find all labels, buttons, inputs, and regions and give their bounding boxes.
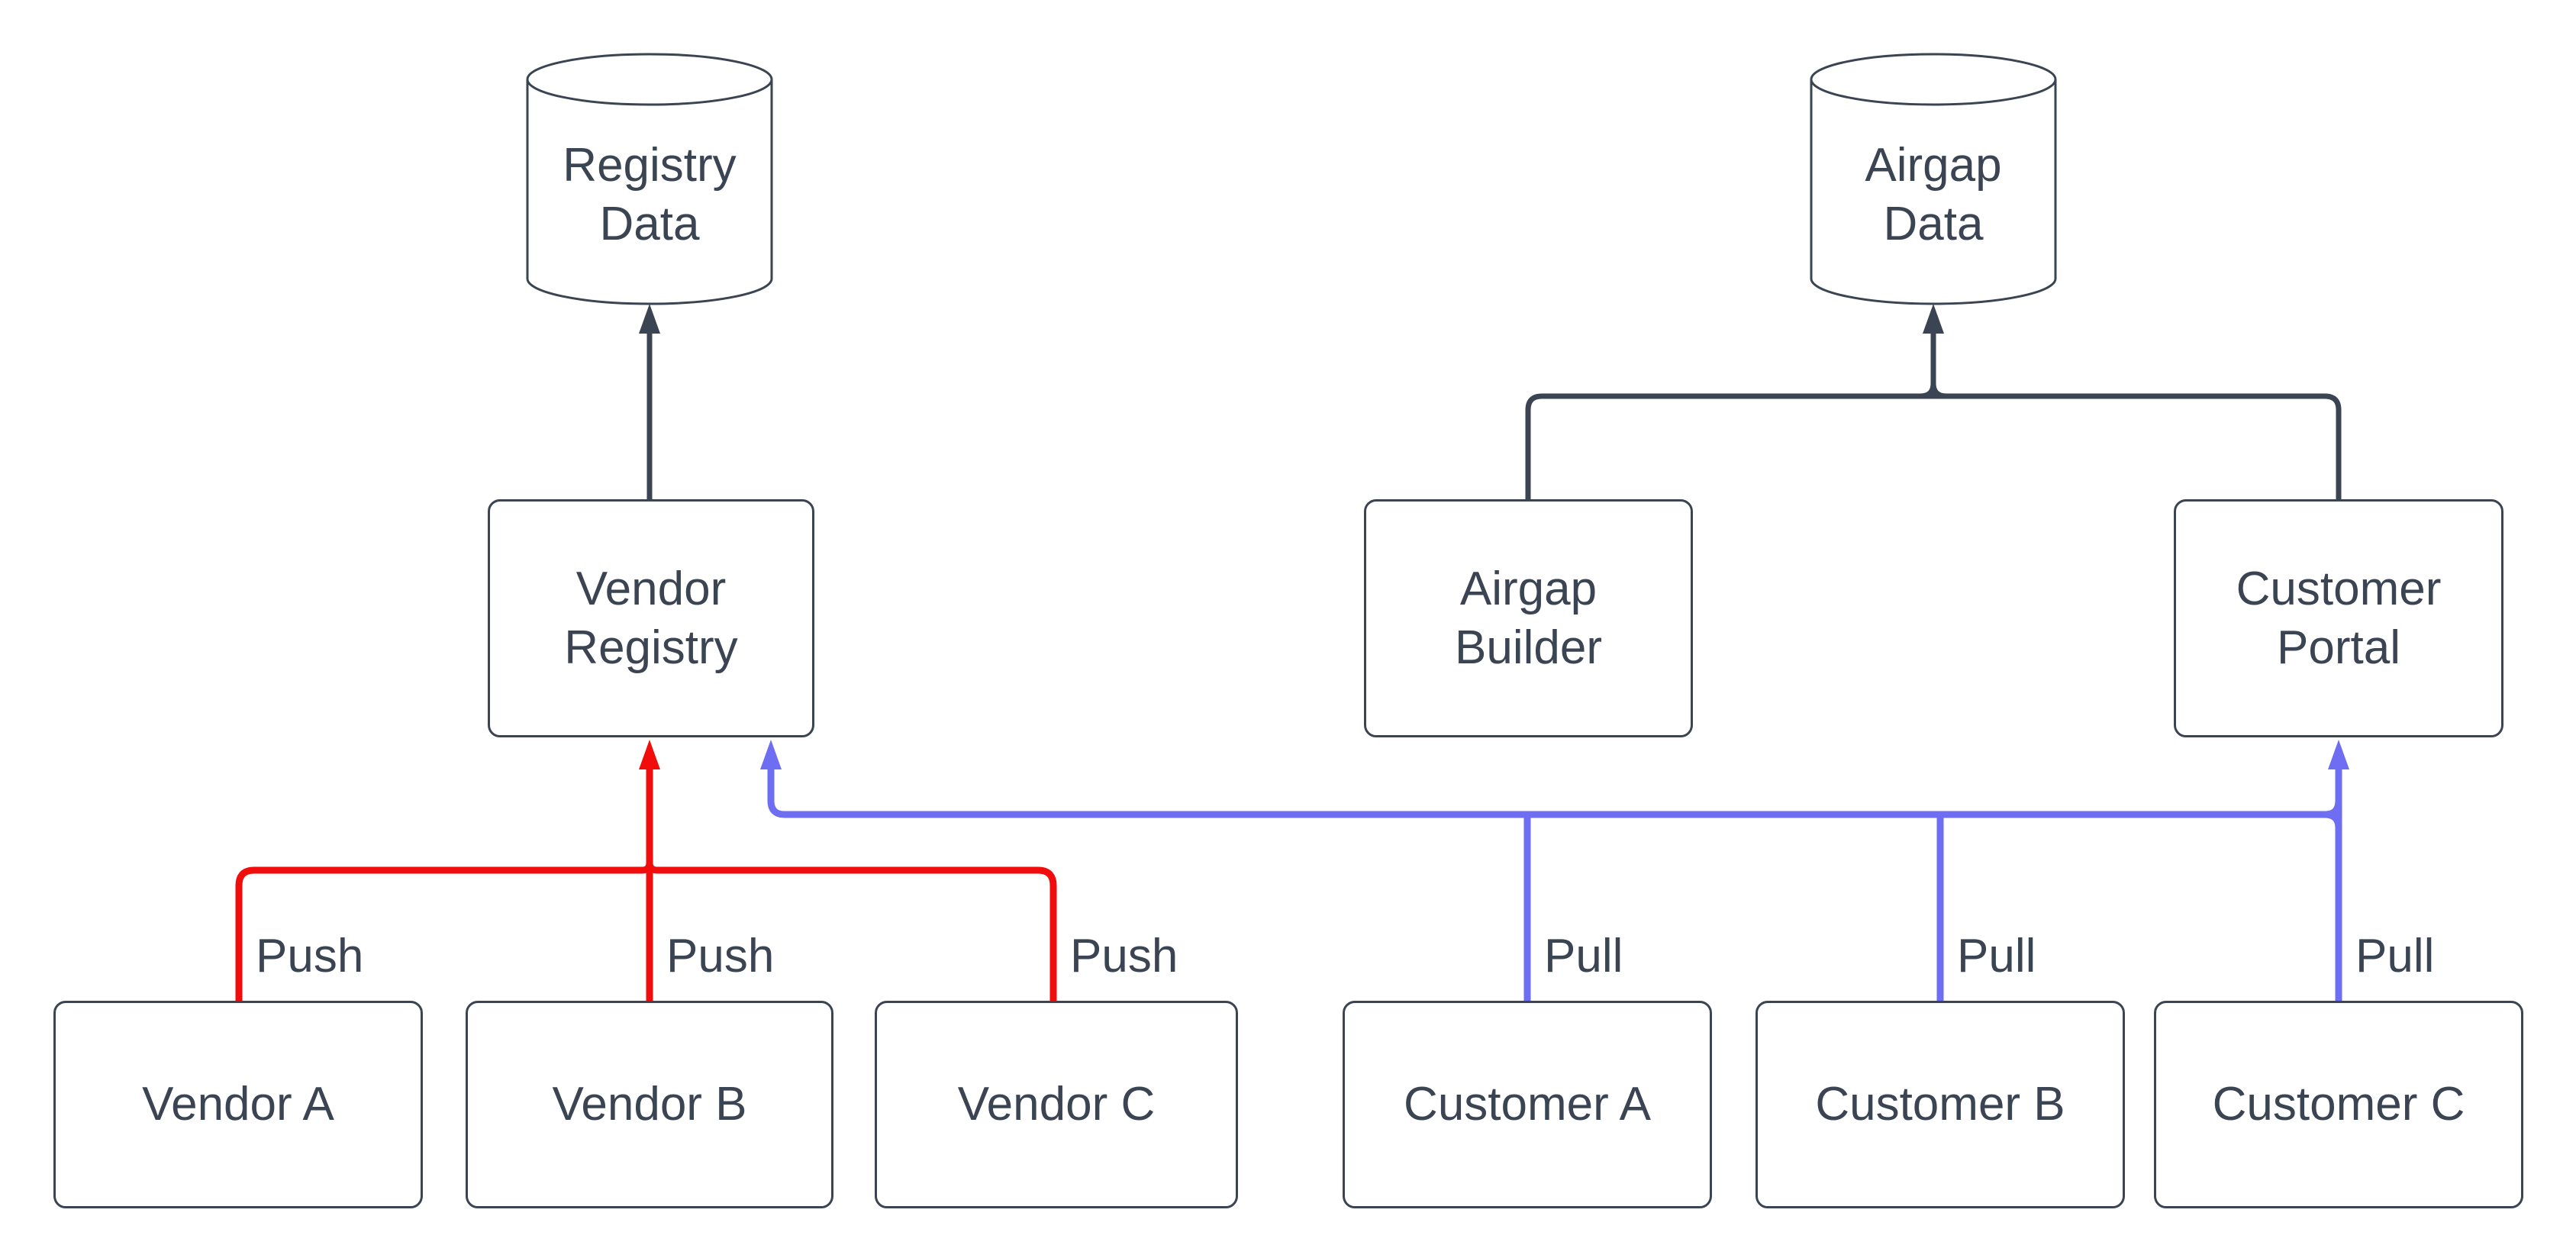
vendor-b-node: Vendor B [466,1001,833,1208]
customer-c-label: Customer C [2212,1078,2465,1131]
airgap-data-label: Airgap Data [1811,107,2055,282]
customer-portal-node: Customer Portal [2174,499,2503,737]
vendor-registry-label-line2: Registry [564,621,738,674]
arrowhead-push-vendor-registry [639,740,660,769]
vendor-a-node: Vendor A [53,1001,423,1208]
vendor-registry-node: Vendor Registry [488,499,814,737]
airgap-data-label-line1: Airgap [1865,138,2002,192]
edge-bus-to-airgap-data [1920,334,1947,399]
vendor-b-label: Vendor B [552,1078,747,1131]
pull-label-customer-a: Pull [1544,930,1623,982]
edge-airgap-builder-customer-portal-bus [1525,393,2342,499]
vendor-a-label: Vendor A [142,1078,334,1131]
pull-label-customer-b: Pull [1957,930,2036,982]
vendor-c-node: Vendor C [875,1001,1238,1208]
customer-portal-label-line1: Customer [2236,562,2442,615]
customer-a-node: Customer A [1343,1001,1712,1208]
vendor-c-label: Vendor C [957,1078,1156,1131]
registry-data-label: Registry Data [527,107,772,282]
push-label-vendor-c: Push [1070,930,1178,982]
edge-pull-bus [767,769,2339,818]
vendor-registry-label-line1: Vendor [575,562,727,615]
airgap-data-cylinder [1810,53,2057,305]
airgap-builder-node: Airgap Builder [1364,499,1693,737]
customer-c-node: Customer C [2154,1001,2523,1208]
arrowhead-pull-vendor-registry [760,740,782,769]
push-label-vendor-b: Push [666,930,775,982]
airgap-data-label-line2: Data [1883,198,1984,250]
push-label-vendor-a: Push [256,930,364,982]
registry-data-cylinder [526,53,773,305]
customer-portal-label-line2: Portal [2277,621,2400,674]
registry-data-label-line2: Data [599,198,700,250]
arrowhead-airgap-data [1923,304,1944,334]
arrowhead-pull-customer-portal [2328,740,2349,769]
registry-data-label-line1: Registry [563,138,737,192]
customer-b-node: Customer B [1755,1001,2125,1208]
airgap-builder-label-line1: Airgap [1459,562,1598,615]
pull-label-customer-c: Pull [2355,930,2435,982]
edge-pull-customer-c [2324,769,2342,1001]
customer-b-label: Customer B [1815,1078,2065,1131]
arrowhead-registry-data [639,304,660,334]
customer-a-label: Customer A [1404,1078,1651,1131]
airgap-builder-label-line2: Builder [1455,621,1602,674]
